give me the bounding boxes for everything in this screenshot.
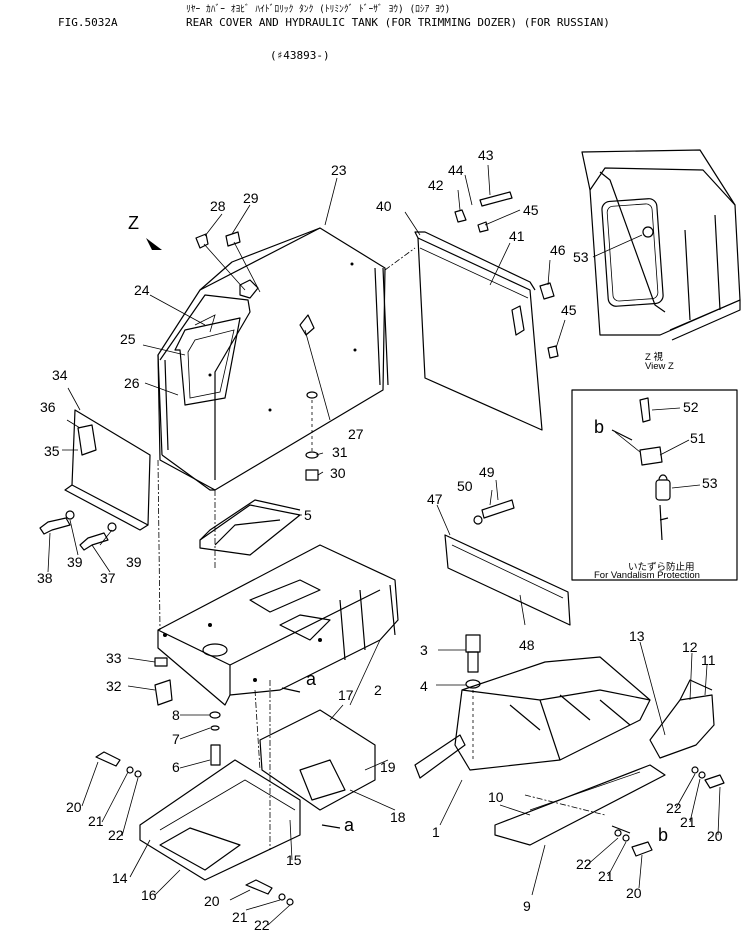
callout-44: 44 [448, 162, 464, 178]
callout-43: 43 [478, 147, 494, 163]
callout-32: 32 [106, 678, 122, 694]
callout-22a: 22 [108, 827, 124, 843]
callout-35: 35 [44, 443, 60, 459]
callout-8: 8 [172, 707, 180, 723]
callout-28: 28 [210, 198, 226, 214]
rear-cover-drawing [157, 227, 389, 491]
page-title: REAR COVER AND HYDRAULIC TANK (FOR TRIMM… [186, 16, 610, 29]
callout-22c: 22 [666, 800, 682, 816]
callout-30: 30 [330, 465, 346, 481]
vandalism-caption: For Vandalism Protection [594, 570, 700, 581]
callout-52: 52 [683, 399, 699, 415]
callout-42: 42 [428, 177, 444, 193]
callout-13: 13 [629, 628, 645, 644]
callout-20d: 20 [626, 885, 642, 901]
callout-6: 6 [172, 759, 180, 775]
serial-range: (♯43893-) [270, 49, 330, 62]
callout-47: 47 [427, 491, 443, 507]
view-z-arrow-icon [146, 238, 162, 250]
view-z-marker: Z [128, 213, 139, 233]
callout-48: 48 [519, 637, 535, 653]
callout-1: 1 [432, 824, 440, 840]
callout-27: 27 [348, 426, 364, 442]
callout-45a: 45 [523, 202, 539, 218]
callout-21b: 21 [232, 909, 248, 925]
callout-15: 15 [286, 852, 302, 868]
figure-number: FIG.5032A [58, 16, 118, 29]
callout-22d: 22 [576, 856, 592, 872]
view-z-caption: View Z [645, 361, 674, 372]
callout-10: 10 [488, 789, 504, 805]
callout-20a: 20 [66, 799, 82, 815]
callout-46: 46 [550, 242, 566, 258]
vandalism-detail-box [571, 389, 738, 581]
callout-5: 5 [304, 507, 312, 523]
view-z-cab-drawing [581, 149, 741, 341]
callout-49: 49 [479, 464, 495, 480]
callout-51: 51 [690, 430, 706, 446]
side-panel-drawing [414, 231, 543, 431]
callout-21c: 21 [680, 814, 696, 830]
callout-17: 17 [338, 687, 354, 703]
callout-25: 25 [120, 331, 136, 347]
callout-24: 24 [134, 282, 150, 298]
callout-33: 33 [106, 650, 122, 666]
callout-38: 38 [37, 570, 53, 586]
support-frame-drawing [414, 656, 651, 779]
section-b-right: b [658, 825, 669, 845]
callout-7: 7 [172, 731, 180, 747]
callout-22b: 22 [254, 917, 270, 933]
callout-53a: 53 [573, 249, 589, 265]
japanese-title: ﾘﾔｰ ｶﾊﾞｰ ｵﾖﾋﾞ ﾊｲﾄﾞﾛﾘｯｸ ﾀﾝｸ (ﾄﾘﾐﾝｸﾞ ﾄﾞｰｻﾞ… [186, 4, 451, 15]
view-z-jp: Z 視 [645, 352, 663, 363]
callout-20c: 20 [707, 828, 723, 844]
callout-36: 36 [40, 399, 56, 415]
callout-34: 34 [52, 367, 68, 383]
section-a-upper: a [306, 669, 317, 689]
section-b-left: b [594, 417, 605, 437]
callout-53b: 53 [702, 475, 718, 491]
lock-icon [642, 226, 654, 238]
callout-18: 18 [390, 809, 406, 825]
callout-41: 41 [509, 228, 525, 244]
callout-23: 23 [331, 162, 347, 178]
callout-39a: 39 [67, 554, 83, 570]
callout-45b: 45 [561, 302, 577, 318]
callout-16: 16 [141, 887, 157, 903]
frame-drawing [157, 544, 399, 706]
callout-12: 12 [682, 639, 698, 655]
callout-37: 37 [100, 570, 116, 586]
callout-2: 2 [374, 682, 382, 698]
callout-4: 4 [420, 678, 428, 694]
vandalism-jp: いたずら防止用 [628, 562, 695, 573]
callout-19: 19 [380, 759, 396, 775]
callout-11: 11 [701, 652, 716, 668]
callout-39b: 39 [126, 554, 142, 570]
callout-21a: 21 [88, 813, 104, 829]
callout-3: 3 [420, 642, 428, 658]
callout-50: 50 [457, 478, 473, 494]
callout-9: 9 [523, 898, 531, 914]
section-a-lower: a [344, 815, 355, 835]
callout-31: 31 [332, 444, 348, 460]
callout-21d: 21 [598, 868, 614, 884]
callout-14: 14 [112, 870, 128, 886]
callout-40: 40 [376, 198, 392, 214]
callout-20b: 20 [204, 893, 220, 909]
callout-26: 26 [124, 375, 140, 391]
callout-29: 29 [243, 190, 259, 206]
